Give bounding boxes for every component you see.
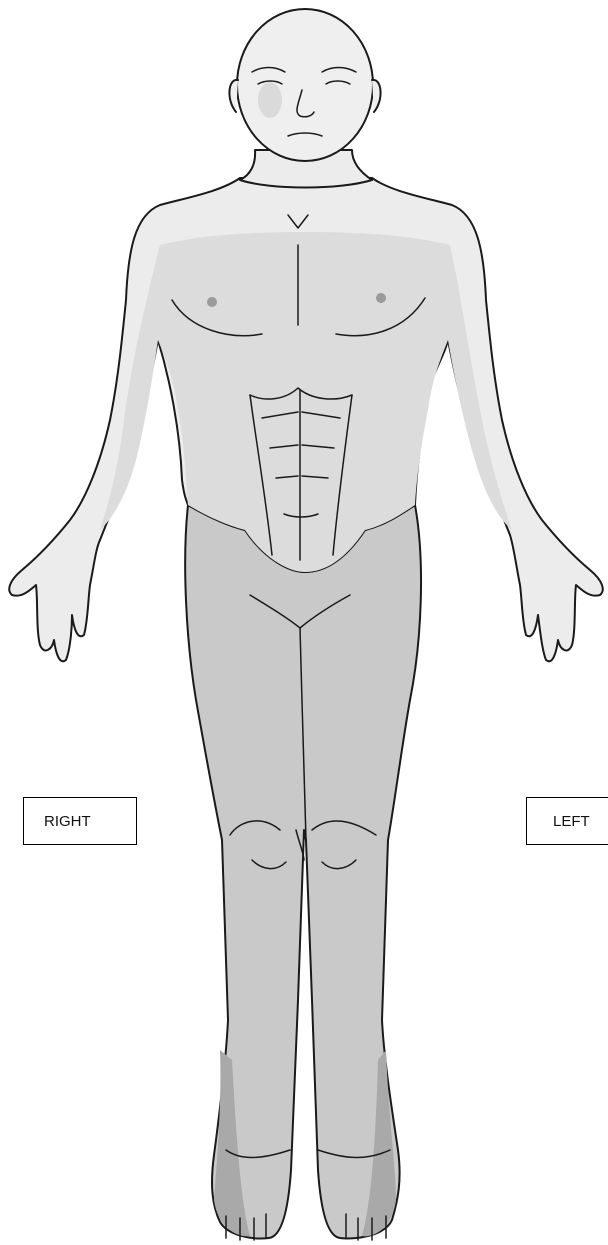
right-side-label: RIGHT bbox=[23, 797, 137, 845]
chest-shade bbox=[100, 232, 512, 572]
left-ear bbox=[372, 80, 381, 112]
right-ear bbox=[229, 80, 238, 112]
right-nipple bbox=[207, 297, 217, 307]
face-shadow bbox=[258, 82, 282, 118]
left-nipple bbox=[376, 293, 386, 303]
head-shape bbox=[237, 9, 373, 161]
left-side-label: LEFT bbox=[526, 797, 608, 845]
